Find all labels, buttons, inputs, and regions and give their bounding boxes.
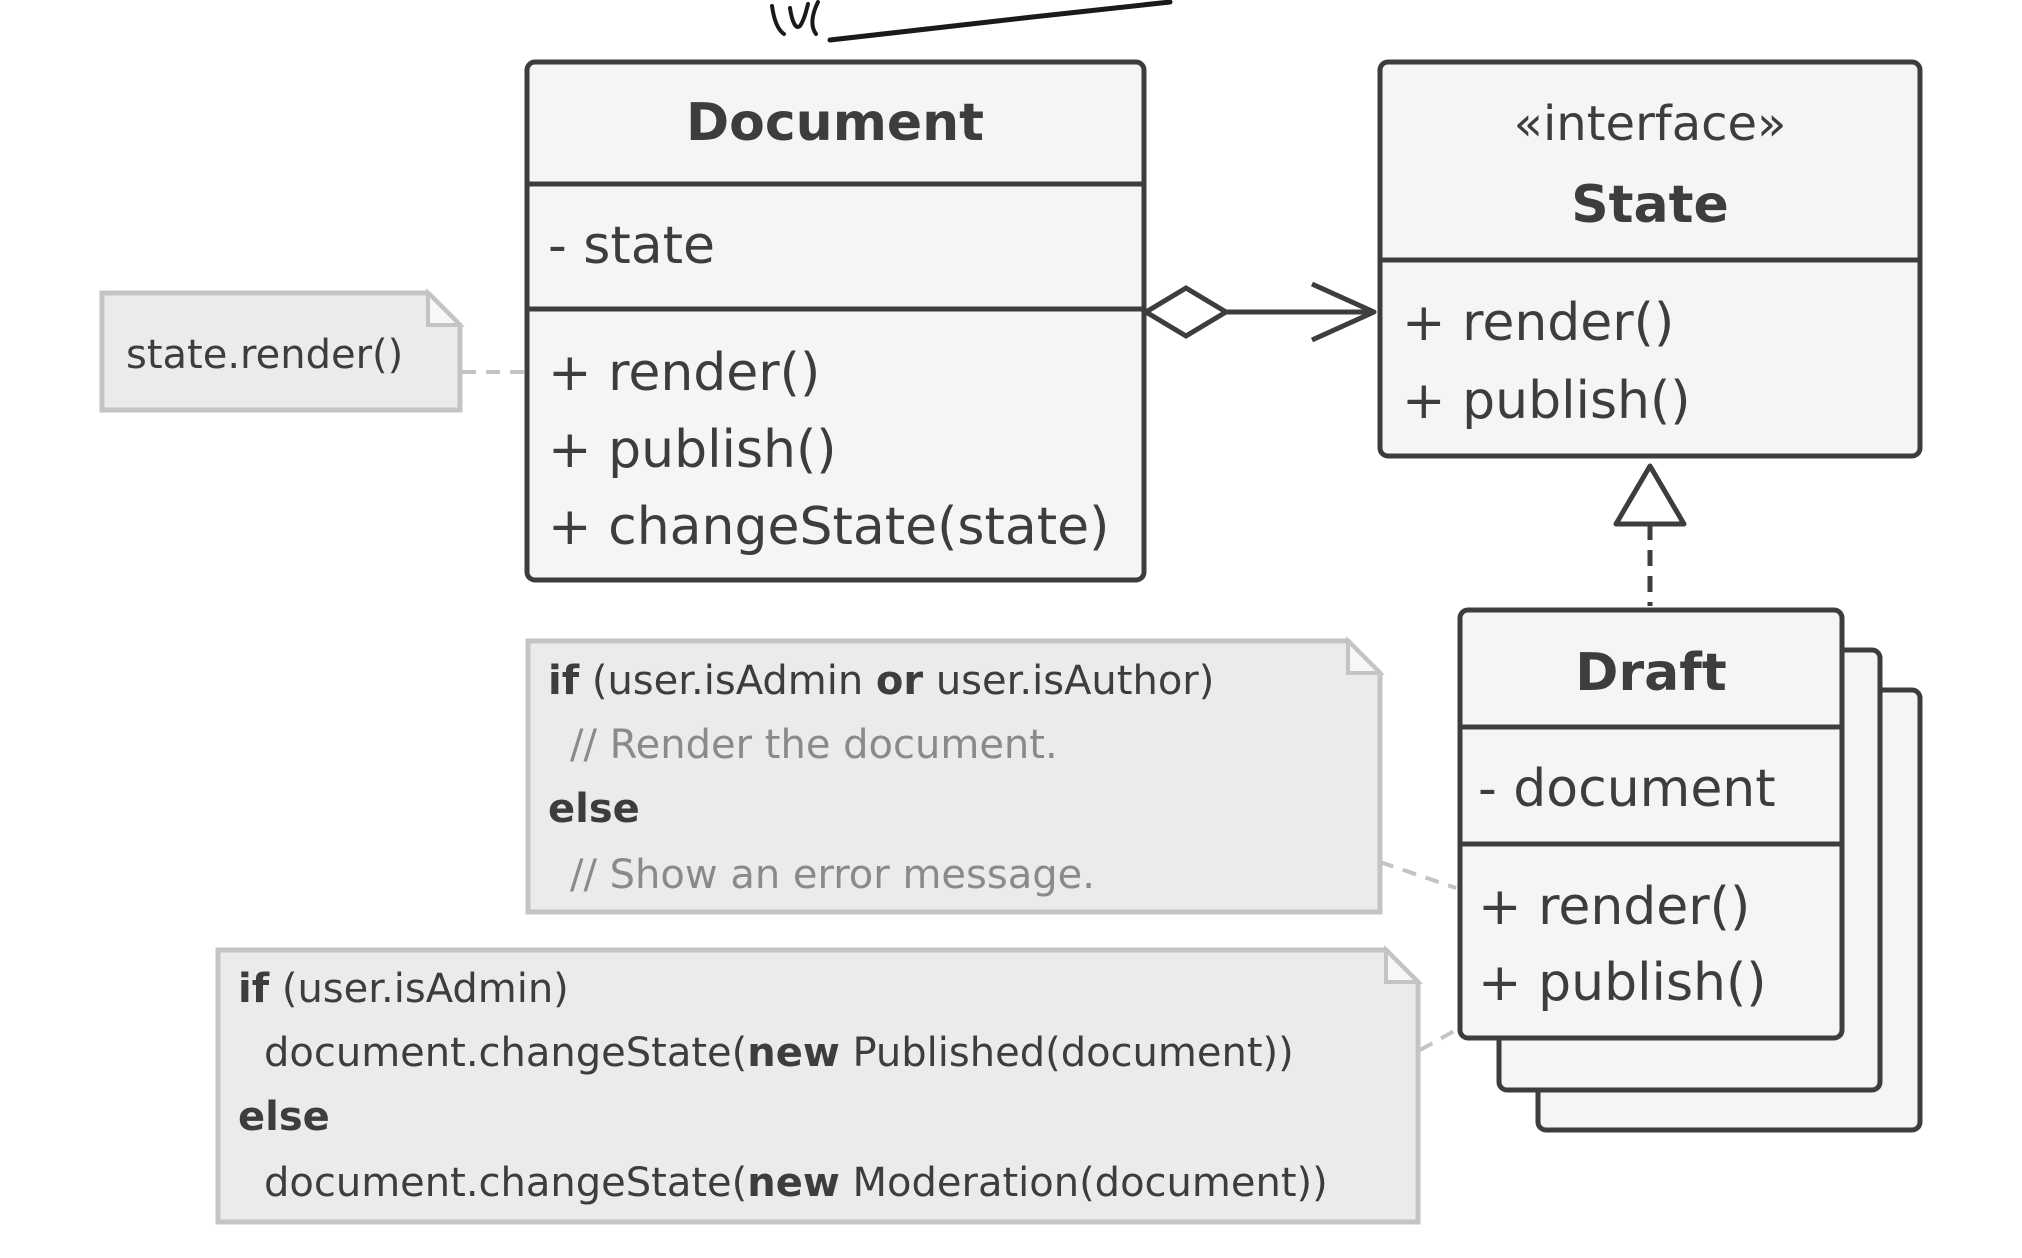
aggregation-diamond: [1141, 285, 1231, 339]
realization-arrow: [1613, 463, 1687, 606]
draft-field-document: - document: [1478, 759, 1776, 819]
state-stereotype: «interface»: [1514, 96, 1787, 152]
note-cond-a: (user.isAdmin: [579, 658, 876, 704]
state-method-render: + render(): [1402, 293, 1674, 353]
draft-class: Draft - document + render() + publish(): [1457, 607, 1845, 1041]
kw-else: else: [238, 1094, 330, 1140]
draft-method-publish: + publish(): [1478, 953, 1767, 1013]
note-call-b: document.changeState(: [264, 1160, 747, 1206]
note-state-render-text: state.render(): [126, 332, 403, 378]
state-interface: «interface» State + render() + publish(): [1377, 59, 1923, 459]
svg-text:document.changeState(new Moder: document.changeState(new Moderation(docu…: [264, 1160, 1328, 1206]
realization-triangle: [1613, 463, 1687, 527]
draft-method-render: + render(): [1478, 877, 1750, 937]
document-method-render: + render(): [548, 343, 820, 403]
svg-text:document.changeState(new Publi: document.changeState(new Published(docum…: [264, 1030, 1294, 1076]
arrow-head: [1310, 281, 1377, 343]
note-call-published: Published(document)): [840, 1030, 1294, 1076]
kw-or: or: [876, 658, 923, 704]
note-call-moderation: Moderation(document)): [840, 1160, 1328, 1206]
aggregation-arrow: [1141, 281, 1377, 343]
svg-text:if (user.isAdmin): if (user.isAdmin): [238, 966, 569, 1012]
document-method-publish: + publish(): [548, 420, 837, 480]
document-class: Document - state + render() + publish() …: [524, 59, 1147, 583]
document-class-name: Document: [686, 93, 984, 153]
note-cond-b: user.isAuthor): [923, 658, 1214, 704]
note-comment-error: // Show an error message.: [570, 852, 1095, 898]
kw-new: new: [747, 1030, 840, 1076]
note-cond: (user.isAdmin): [269, 966, 569, 1012]
note-comment-render: // Render the document.: [570, 722, 1058, 768]
note-draft-publish: if (user.isAdmin) document.changeState(n…: [215, 945, 1457, 1225]
svg-text:if (user.isAdmin or user.isAut: if (user.isAdmin or user.isAuthor): [548, 658, 1214, 704]
draft-class-stack: Draft - document + render() + publish(): [1457, 607, 1923, 1133]
document-method-changestate: + changeState(state): [548, 497, 1109, 557]
kw-if: if: [238, 966, 270, 1012]
handwritten-scribble: [770, 0, 1173, 43]
kw-if: if: [548, 658, 580, 704]
note-state-render: state.render(): [99, 288, 524, 413]
draft-class-name: Draft: [1575, 643, 1726, 703]
state-method-publish: + publish(): [1402, 371, 1691, 431]
kw-else: else: [548, 786, 640, 832]
kw-new: new: [747, 1160, 840, 1206]
document-field-state: - state: [548, 216, 715, 276]
state-interface-name: State: [1571, 175, 1729, 235]
note-call-a: document.changeState(: [264, 1030, 747, 1076]
note-draft-render: if (user.isAdmin or user.isAuthor) // Re…: [525, 636, 1457, 915]
